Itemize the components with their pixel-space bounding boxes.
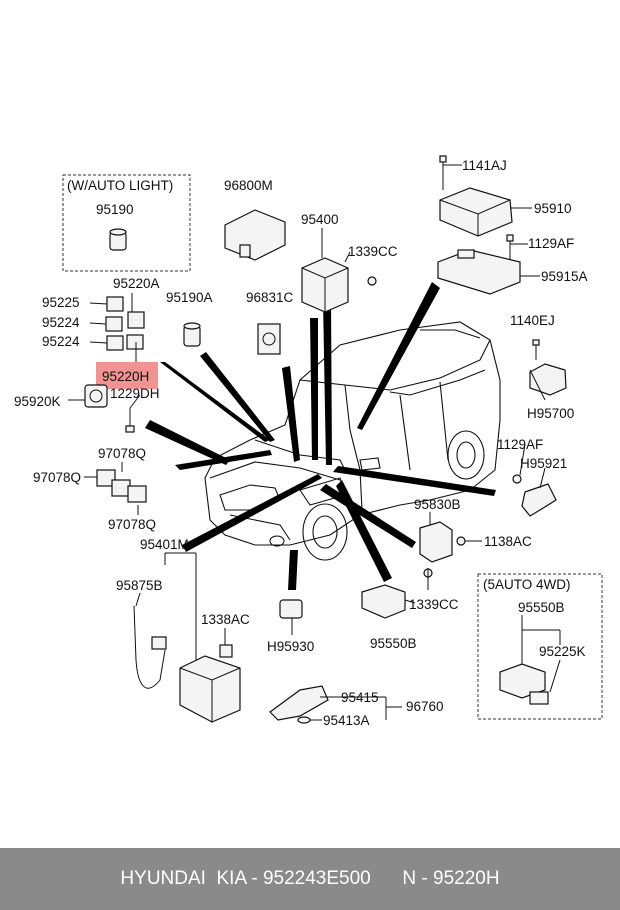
parts-diagram: (W/AUTO LIGHT) (5AUTO 4WD) 1141AJ 95190 …	[14, 155, 603, 728]
part-95401M-icon	[179, 644, 241, 723]
label-95920K: 95920K	[14, 394, 61, 409]
part-H95930-icon	[279, 599, 303, 619]
label-auto-4wd: (5AUTO 4WD)	[483, 577, 571, 592]
label-95220H: 95220H	[102, 369, 149, 384]
label-1129AF-b: 1129AF	[497, 437, 543, 452]
relay-97078Q-icons	[96, 469, 147, 503]
label-1140EJ: 1140EJ	[510, 313, 555, 328]
part-H95700-icon	[529, 363, 567, 396]
auto-light-box	[62, 174, 191, 272]
footer-bar: HYUNDAI KIA - 952243E500 N - 95220H	[0, 848, 620, 910]
label-1141AJ: 1141AJ	[462, 158, 507, 173]
part-H95921-icon	[521, 483, 557, 517]
label-1339CC-b: 1339CC	[409, 597, 459, 612]
label-95830B: 95830B	[414, 497, 461, 512]
part-5auto-95550B-icon	[499, 663, 549, 705]
part-95920K-icon	[84, 384, 108, 408]
part-95830B-icon	[419, 521, 453, 563]
label-auto-light: (W/AUTO LIGHT)	[67, 178, 173, 193]
label-95190: 95190	[96, 202, 134, 217]
vehicle-outline	[204, 321, 501, 561]
label-95400: 95400	[301, 212, 339, 227]
label-95875B: 95875B	[116, 578, 163, 593]
label-97078Q-a: 97078Q	[98, 446, 146, 461]
label-95224-a: 95224	[42, 315, 80, 330]
label-1138AC: 1138AC	[484, 534, 532, 549]
label-95550B: 95550B	[370, 636, 417, 651]
label-1338AC: 1338AC	[201, 612, 250, 627]
leader-lines	[68, 164, 561, 721]
highlight-95220H	[96, 362, 158, 389]
part-96831C-icon	[257, 323, 281, 355]
label-95225K: 95225K	[539, 644, 586, 659]
auto-4wd-box	[477, 573, 603, 720]
part-95400-icon	[301, 245, 349, 313]
relay-group-icons	[105, 296, 145, 351]
label-H95921: H95921	[520, 456, 567, 471]
part-95910-icon	[439, 187, 513, 237]
part-95190A-icon	[183, 322, 201, 347]
footer-text: HYUNDAI KIA - 952243E500 N - 95220H	[120, 868, 500, 889]
part-95190-icon	[109, 228, 127, 251]
label-95224-b: 95224	[42, 334, 80, 349]
label-95225: 95225	[42, 295, 80, 310]
key-fob-icon	[269, 685, 329, 724]
label-95190A: 95190A	[166, 290, 213, 305]
label-96760: 96760	[406, 699, 444, 714]
label-1129AF-a: 1129AF	[528, 236, 574, 251]
label-H95700: H95700	[527, 406, 574, 421]
label-97078Q-b: 97078Q	[33, 470, 81, 485]
label-5auto-95550B: 95550B	[518, 600, 565, 615]
label-95910: 95910	[534, 201, 572, 216]
label-95415: 95415	[341, 690, 379, 705]
label-95220A: 95220A	[113, 276, 160, 291]
part-95550B-icon	[361, 584, 406, 619]
label-95413A: 95413A	[323, 713, 370, 728]
label-97078Q-c: 97078Q	[108, 517, 156, 532]
bolt-icons	[125, 155, 540, 578]
label-1229DH: 1229DH	[110, 386, 160, 401]
label-96800M: 96800M	[224, 178, 273, 193]
label-1339CC-a: 1339CC	[348, 244, 398, 259]
part-95875B-icon	[133, 605, 167, 689]
part-95915A-icon	[437, 249, 521, 295]
label-96831C: 96831C	[246, 290, 294, 305]
label-95401M: 95401M	[140, 537, 189, 552]
label-95915A: 95915A	[541, 269, 588, 284]
label-H95930: H95930	[267, 639, 314, 654]
part-96800M-icon	[224, 209, 286, 261]
leader-wedges	[145, 282, 496, 590]
